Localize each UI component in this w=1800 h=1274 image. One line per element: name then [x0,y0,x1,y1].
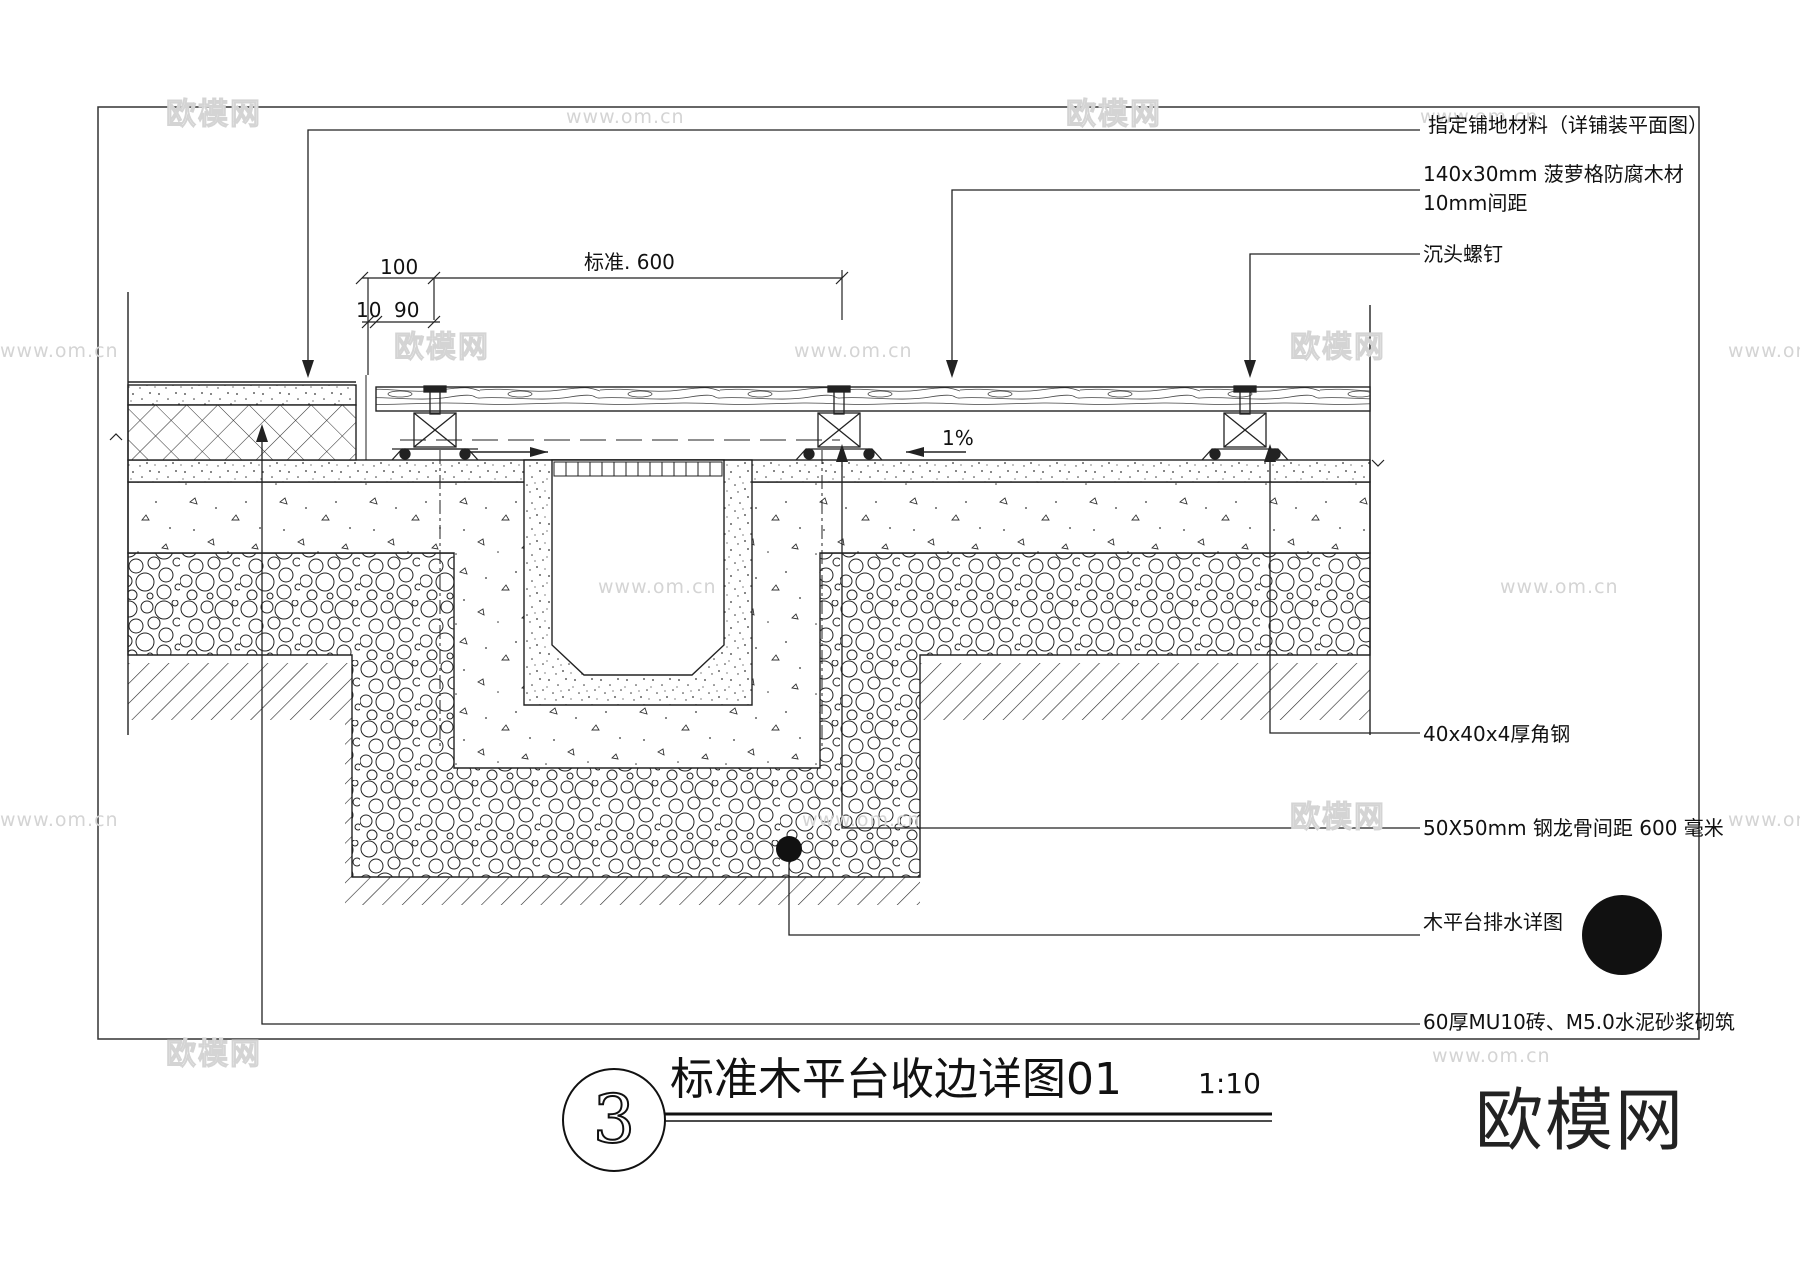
dim-10: 10 [356,298,382,322]
watermark-site: www.om.cn [598,576,717,598]
watermark-site: www.om.cn [566,106,685,128]
drawing-frame [97,106,1700,1040]
watermark-site: www.om.cn [794,340,913,362]
watermark-logo: 欧模网 [166,1037,262,1072]
leader-arrows [256,360,1276,462]
dim-100: 100 [380,255,419,279]
drainage-channel [523,459,753,706]
watermark-site: www.om.cn [1500,576,1619,598]
leader-lines [261,129,1420,1025]
label-brick: 60厚MU10砖、M5.0水泥砂浆砌筑 [1423,1010,1735,1034]
watermark-site: www.om.cn [1432,1045,1551,1067]
watermark-logo: 欧模网 [1290,330,1386,365]
drawing-title: 标准木平台收边详图01 [670,1054,1122,1105]
watermark-logo: 欧模网 [1066,97,1162,132]
label-wood-2: 10mm间距 [1423,191,1528,215]
watermark-site: www.om.cn [1420,106,1539,128]
brand-watermark: 欧模网 [1475,1082,1686,1161]
watermark-site: www.om.cn [802,809,921,831]
watermark-logo: 欧模网 [1290,800,1386,835]
drawing-scale: 1:10 [1198,1067,1261,1100]
watermark-site: www.om.cn [1728,809,1800,831]
watermark-site: www.om.cn [0,340,119,362]
label-drainage: 木平台排水详图 [1423,910,1563,934]
label-steel-joist: 50X50mm 钢龙骨间距 600 毫米 [1423,816,1724,840]
brick-edge [127,381,357,461]
dim-90: 90 [394,298,420,322]
watermark-site: www.om.cn [1728,340,1800,362]
watermark-logo: 欧模网 [394,330,490,365]
dim-slope: 1% [942,426,974,450]
watermark-logo: 欧模网 [166,97,262,132]
label-paving: 指定铺地材料（详铺装平面图） [1428,113,1708,137]
dimension-lines [355,270,849,375]
support-2 [795,385,883,461]
drain-pipe [776,836,802,862]
dim-600: 标准. 600 [584,250,675,274]
detail-number-circle [562,1068,666,1172]
drainage-marker [1582,895,1662,975]
label-angle-steel: 40x40x4厚角钢 [1423,722,1571,746]
label-screw: 沉头螺钉 [1423,242,1503,266]
watermark-site: www.om.cn [0,809,119,831]
detail-number: 3 [592,1080,636,1159]
label-wood-1: 140x30mm 菠萝格防腐木材 [1423,162,1684,186]
deck-board [375,386,1371,412]
